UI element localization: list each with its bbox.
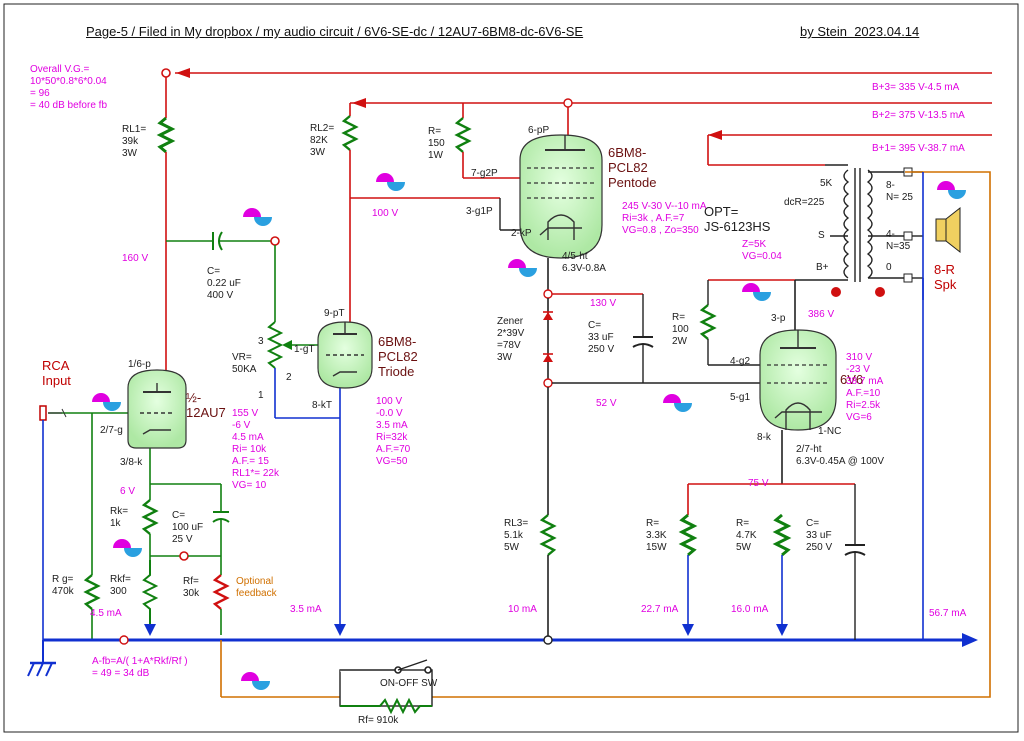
rca-input-label: RCA Input [42, 358, 71, 388]
tube-v1-grid-pin: 2/7-g [100, 425, 123, 436]
ck-label: C= 100 uF 25 V [172, 510, 204, 545]
tube-v3-plate-pin: 6-pP [528, 125, 550, 136]
page-title: Page-5 / Filed in My dropbox / my audio … [86, 24, 584, 39]
opt-name: OPT= JS-6123HS [704, 204, 771, 234]
current-4-5ma: 4.5 mA [90, 608, 122, 619]
tube-v4-plate-pin: 3-p [771, 313, 786, 324]
feedback-loop [220, 171, 991, 715]
page-frame [3, 3, 1019, 733]
r47k-label: R= 4.7K 5W [736, 518, 757, 553]
voltage-386v: 386 V [808, 309, 835, 320]
stage1-wiring [48, 68, 280, 640]
speaker-label: 8-R Spk [934, 262, 957, 292]
voltage-160v: 160 V [122, 253, 149, 264]
tube-v1-plate-pin: 1/6-p [128, 359, 151, 370]
tube-v2-grid-pin: 1-gT [294, 344, 315, 355]
voltage-52v: 52 V [596, 398, 617, 409]
rail-b1-label: B+1= 395 V-38.7 mA [872, 143, 965, 154]
rf-910k-label: Rf= 910k [358, 715, 399, 726]
rg-label: R g= 470k [52, 574, 74, 597]
r33k-label: R= 3.3K 15W [646, 518, 667, 553]
opt-tap-bplus: B+ [816, 262, 829, 273]
tube-v4-name: 6V6 [840, 372, 864, 387]
stage4-wiring [678, 279, 866, 640]
current-10ma: 10 mA [508, 604, 537, 615]
switch-label: ON-OFF SW [380, 678, 438, 689]
voltage-6v: 6 V [120, 486, 136, 497]
rail-b3-label: B+3= 335 V-4.5 mA [872, 82, 960, 93]
gain-note: Overall V.G.= 10*50*0.8*6*0.04 = 96 = 40… [30, 64, 108, 111]
r150-label: R= 150 1W [428, 126, 445, 161]
opt-tap-s: S [818, 230, 825, 241]
current-56-7ma: 56.7 mA [929, 608, 967, 619]
rl3-label: RL3= 5.1k 5W [504, 518, 529, 553]
current-22-7ma: 22.7 mA [641, 604, 679, 615]
rail-b2-label: B+2= 375 V-13.5 mA [872, 110, 965, 121]
rl2-label: RL2= 82K 3W [310, 123, 335, 158]
stage3-wiring [454, 98, 760, 636]
c022-label: C= 0.22 uF 400 V [207, 266, 241, 301]
c33a-label: C= 33 uF 250 V [588, 320, 615, 355]
arrow-down-icon [144, 624, 156, 636]
ground-bus [27, 633, 978, 677]
tube-v3-heater: 4/5-ht 6.3V-0.8A [562, 251, 606, 274]
tube-v2-cathode-pin: 8-kT [312, 400, 332, 411]
author-date: by Stein 2023.04.14 [800, 24, 920, 39]
opt-spec: Z=5K VG=0.04 [742, 239, 782, 262]
tube-v3-g2-pin: 7-g2P [471, 168, 498, 179]
tube-v4-heater: 2/7-ht 6.3V-0.45A @ 100V [796, 444, 884, 467]
opt-sec-8: 8- N= 25 [886, 180, 913, 203]
r100-label: R= 100 2W [672, 312, 689, 347]
tube-v1-cathode-pin: 3/8-k [120, 457, 143, 468]
tube-v1-name: ½- 12AU7 [186, 390, 226, 420]
tube-v3-name: 6BM8- PCL82 Pentode [608, 145, 657, 190]
tube-v4-g1-pin: 5-g1 [730, 392, 751, 403]
current-3-5ma: 3.5 mA [290, 604, 322, 615]
rl1-label: RL1= 39k 3W [122, 124, 147, 159]
b-plus-rails [175, 68, 992, 166]
tube-v2-name: 6BM8- PCL82 Triode [378, 334, 418, 379]
vr-label: VR= 50KA [232, 352, 257, 375]
optional-feedback-label: Optional feedback [236, 576, 277, 599]
feedback-gain-note: A-fb=A/( 1+A*Rkf/Rf ) = 49 = 34 dB [92, 656, 188, 679]
tube-v4-g2-pin: 4-g2 [730, 356, 751, 367]
tube-v1-spec: 155 V -6 V 4.5 mA Ri= 10k A.F.= 15 RL1*=… [232, 408, 279, 491]
opt-sec-0: 0 [886, 262, 892, 273]
tube-v3-cathode-pin: 2-kP [511, 228, 532, 239]
current-16ma: 16.0 mA [731, 604, 769, 615]
vr-pin-2: 2 [286, 372, 292, 383]
volume-pot [266, 321, 340, 419]
zener-label: Zener 2*39V =78V 3W [497, 316, 525, 363]
rk-label: Rk= 1k [110, 506, 129, 529]
voltage-100v: 100 V [372, 208, 399, 219]
output-transformer [795, 164, 923, 282]
tube-12au7 [127, 369, 187, 449]
tube-v2-spec: 100 V -0.0 V 3.5 mA Ri=32k A.F.=70 VG=50 [376, 396, 411, 467]
rf-label: Rf= 30k [183, 576, 200, 599]
speaker-icon [935, 206, 961, 254]
tube-v2-plate-pin: 9-pT [324, 308, 345, 319]
tube-6bm8-pentode [519, 134, 603, 259]
tube-6bm8-triode [317, 321, 373, 389]
vr-pin-1: 1 [258, 390, 264, 401]
stage2-wiring [334, 115, 500, 636]
opt-tap-5k: 5K [820, 178, 833, 189]
voltage-75v: 75 V [748, 478, 769, 489]
rca-jack [39, 405, 67, 640]
tube-v3-g1-pin: 3-g1P [466, 206, 493, 217]
tube-v4-cathode-pin: 8-k [757, 432, 771, 443]
tube-v4-nc-pin: 1-NC [818, 426, 842, 437]
c33b-label: C= 33 uF 250 V [806, 518, 833, 553]
tube-v3-spec: 245 V-30 V--10 mA Ri=3k , A.F.=7 VG=0.8 … [622, 201, 707, 236]
voltage-130v: 130 V [590, 298, 617, 309]
tube-6v6 [759, 329, 837, 431]
rkf-label: Rkf= 300 [110, 574, 131, 597]
opt-dcr: dcR=225 [784, 197, 825, 208]
tube-v4-spec: 310 V -23 V 38.7 mA A.F.=10 Ri=2.5k VG=6 [846, 352, 884, 423]
opt-sec-4: 4- N=35 [886, 229, 911, 252]
vr-pin-3: 3 [258, 336, 264, 347]
